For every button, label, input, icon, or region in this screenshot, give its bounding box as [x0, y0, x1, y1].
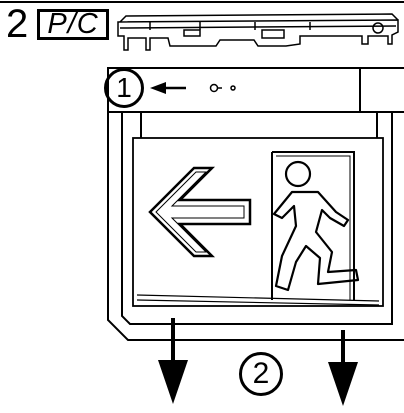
release-screw-icon	[209, 83, 236, 93]
ceiling-housing	[107, 67, 404, 113]
down-arrow-icon	[158, 318, 188, 404]
mode-label: P/C	[37, 9, 109, 40]
left-arrow-icon	[148, 166, 252, 258]
callout-2: 2	[239, 352, 283, 396]
mounting-bracket	[117, 13, 399, 51]
callout-1-arrow-icon	[150, 82, 186, 94]
running-man-icon	[272, 160, 360, 292]
callout-1: 1	[104, 68, 144, 108]
step-number: 2	[6, 2, 29, 46]
exit-door-icon	[271, 151, 355, 300]
exit-sign-body	[107, 112, 404, 341]
down-arrow-icon-right	[328, 330, 358, 406]
